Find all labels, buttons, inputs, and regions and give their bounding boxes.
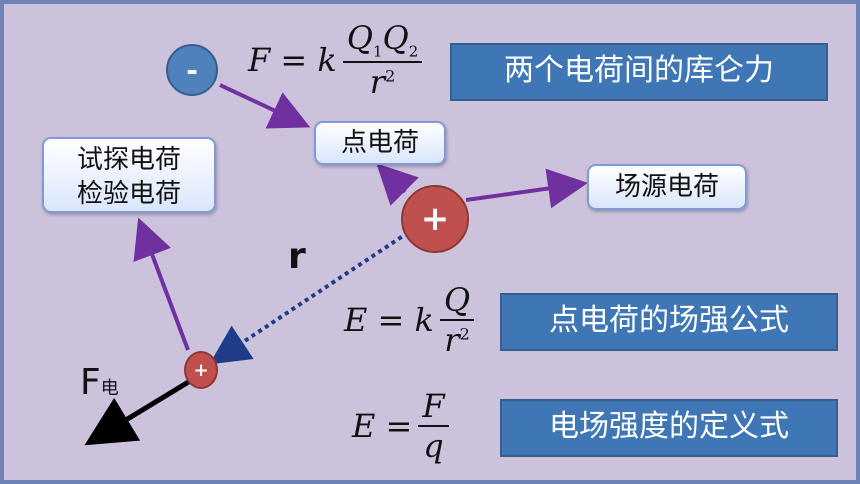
arrow-negative-to-point-charge	[219, 83, 311, 129]
coulomb-formula: F = k Q1Q2 r2	[248, 8, 423, 112]
point-field-formula-lhs: E = k	[344, 301, 434, 339]
arrow-test-to-test-label	[133, 217, 190, 351]
point-charge-label: 点电荷	[314, 121, 446, 165]
test-charge: +	[184, 351, 218, 389]
coulomb-formula-fraction: Q1Q2 r2	[342, 19, 423, 101]
point-field-formula: E = k Q r2	[344, 268, 475, 372]
field-definition-label: 电场强度的定义式	[500, 399, 838, 457]
coulomb-formula-lhs: F = k	[248, 41, 337, 79]
point-charge-field-label: 点电荷的场强公式	[500, 293, 838, 351]
field-definition-formula: E = F q	[352, 374, 449, 478]
arrow-source-to-point-charge	[376, 163, 419, 206]
point-field-formula-fraction: Q r2	[439, 281, 475, 359]
force-label-sub: 电	[100, 378, 119, 399]
source-charge-label: 场源电荷	[587, 164, 747, 210]
field-definition-formula-lhs: E =	[352, 407, 413, 445]
test-charge-label: 试探电荷 检验电荷	[42, 137, 216, 213]
distance-label: r	[288, 236, 306, 277]
test-charge-label-line2: 检验电荷	[76, 179, 181, 209]
source-charge-sign: +	[420, 199, 450, 239]
test-charge-label-line1: 试探电荷	[76, 145, 181, 175]
source-charge: +	[401, 185, 469, 253]
coulomb-force-label: 两个电荷间的库仑力	[450, 43, 828, 101]
negative-charge-sign: -	[186, 53, 198, 87]
arrow-source-to-source-label	[465, 168, 588, 209]
negative-charge: -	[166, 44, 218, 96]
test-charge-sign: +	[193, 359, 209, 381]
force-label: F电	[80, 362, 119, 403]
force-arrow	[84, 375, 197, 446]
field-definition-formula-fraction: F q	[418, 387, 449, 465]
force-label-main: F	[80, 362, 101, 403]
